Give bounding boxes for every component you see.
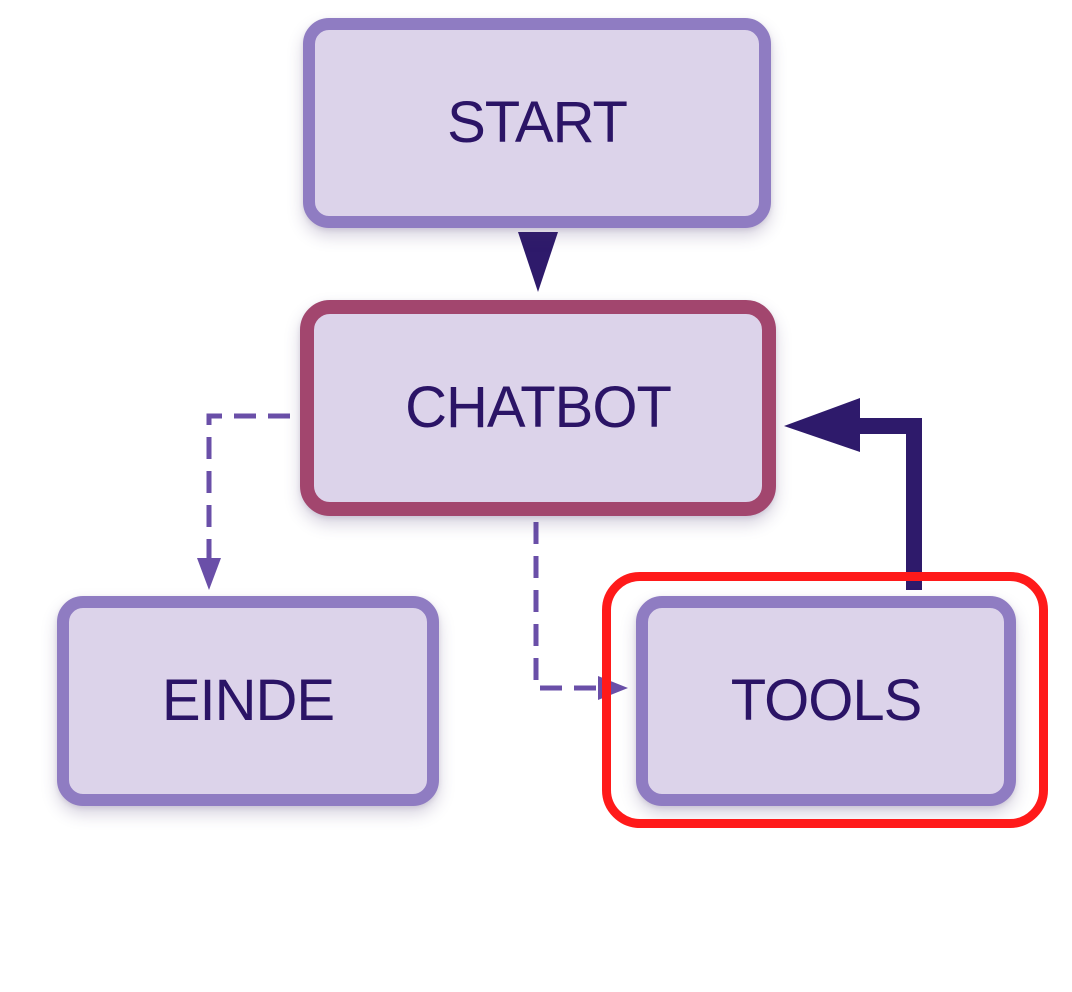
edge-chatbot-to-ende-arrowhead bbox=[197, 558, 221, 590]
node-ende-label: EINDE bbox=[161, 668, 335, 733]
node-start-label: START bbox=[447, 90, 628, 155]
node-ende[interactable]: EINDE bbox=[57, 596, 439, 806]
edge-tools-to-chatbot bbox=[856, 418, 922, 590]
tools-highlight-frame bbox=[602, 572, 1048, 828]
edge-chatbot-to-ende bbox=[206, 413, 290, 560]
edge-start-to-chatbot-arrowhead bbox=[518, 232, 558, 292]
node-start[interactable]: START bbox=[303, 18, 771, 228]
node-chatbot-label: CHATBOT bbox=[405, 375, 672, 440]
edge-chatbot-to-tools bbox=[533, 522, 600, 691]
edge-tools-to-chatbot-arrowhead bbox=[784, 398, 860, 452]
node-tools-label: TOOLS bbox=[730, 668, 923, 733]
node-tools[interactable]: TOOLS bbox=[636, 596, 1016, 806]
node-chatbot[interactable]: CHATBOT bbox=[300, 300, 776, 516]
